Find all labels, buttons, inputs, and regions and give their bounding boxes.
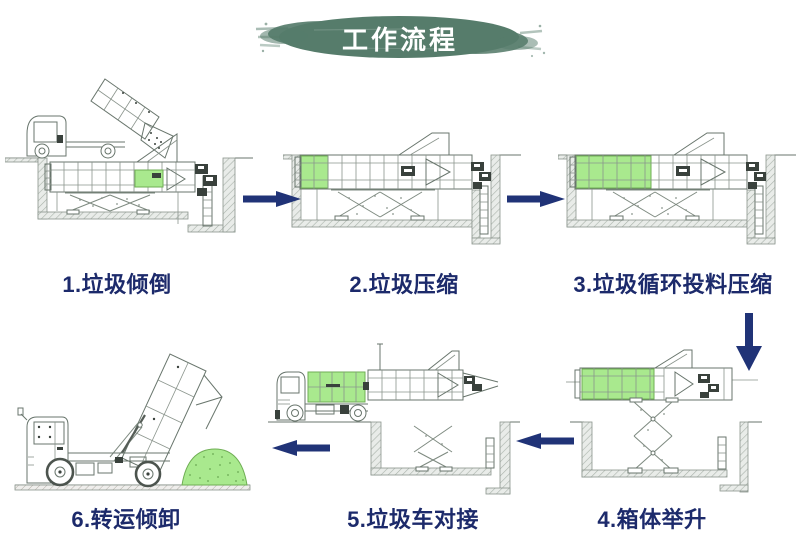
step-2-label: 2.垃圾压缩 (349, 272, 459, 297)
flow-arrow-2-3 (507, 191, 565, 207)
workflow-title: 工作流程 (341, 25, 458, 55)
step-4-illustration (566, 349, 762, 493)
step-5-illustration (268, 343, 520, 495)
step-6-label: 6.转运倾卸 (71, 507, 181, 532)
workflow-banner: 工作流程 (254, 6, 546, 66)
step-1-label: 1.垃圾倾倒 (62, 272, 172, 297)
step-3-illustration (558, 132, 796, 245)
step-5-label: 5.垃圾车对接 (347, 507, 479, 532)
brush-stroke-graphic (255, 16, 546, 58)
flow-arrow-3-4 (736, 313, 762, 371)
flow-arrow-4-5 (516, 433, 574, 449)
step-6-illustration (14, 353, 251, 491)
step-2-illustration (283, 132, 521, 245)
step-3-label: 3.垃圾循环投料压缩 (573, 272, 773, 297)
flow-arrow-1-2 (243, 191, 301, 207)
step-1-illustration (5, 78, 253, 233)
flow-arrow-5-6 (272, 440, 330, 456)
step-4-label: 4.箱体举升 (597, 507, 707, 532)
